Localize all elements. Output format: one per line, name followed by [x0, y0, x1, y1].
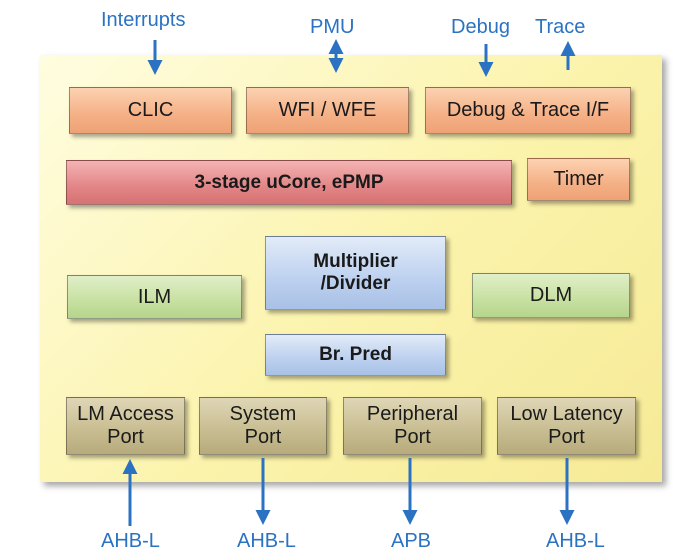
dlm-block: DLM — [472, 273, 630, 318]
periph-port-line1: Peripheral — [366, 403, 459, 425]
wfi-wfe-block: WFI / WFE — [246, 87, 409, 134]
ahb-l-label-3: AHB-L — [546, 530, 605, 552]
lowlat-port-line1: Low Latency — [510, 403, 623, 425]
apb-label: APB — [391, 530, 432, 552]
debug-label: Debug — [451, 16, 510, 38]
lowlat-port-line2: Port — [548, 426, 585, 448]
ahb-l-label-1: AHB-L — [101, 530, 160, 552]
multiplier-line1: Multiplier — [313, 251, 398, 273]
ucore-block: 3-stage uCore, ePMP — [66, 160, 512, 205]
multiplier-line2: /Divider — [320, 273, 391, 294]
peripheral-port-block: Peripheral Port — [343, 397, 482, 455]
lm-access-port-block: LM Access Port — [66, 397, 185, 455]
interrupts-label: Interrupts — [101, 9, 186, 31]
debug-trace-if-block: Debug & Trace I/F — [425, 87, 631, 134]
branch-predictor-block: Br. Pred — [265, 334, 446, 376]
pmu-label: PMU — [310, 16, 355, 38]
ilm-block: ILM — [67, 275, 242, 319]
sys-port-line1: System — [229, 403, 297, 425]
timer-block: Timer — [527, 158, 630, 201]
trace-label: Trace — [535, 16, 586, 38]
lm-port-line1: LM Access — [77, 403, 174, 425]
ahb-l-label-2: AHB-L — [237, 530, 296, 552]
low-latency-port-block: Low Latency Port — [497, 397, 636, 455]
lm-port-line2: Port — [107, 426, 144, 448]
sys-port-line2: Port — [244, 426, 282, 448]
periph-port-line2: Port — [394, 426, 431, 448]
system-port-block: System Port — [199, 397, 327, 455]
clic-block: CLIC — [69, 87, 232, 134]
multiplier-divider-block: Multiplier /Divider — [265, 236, 446, 310]
